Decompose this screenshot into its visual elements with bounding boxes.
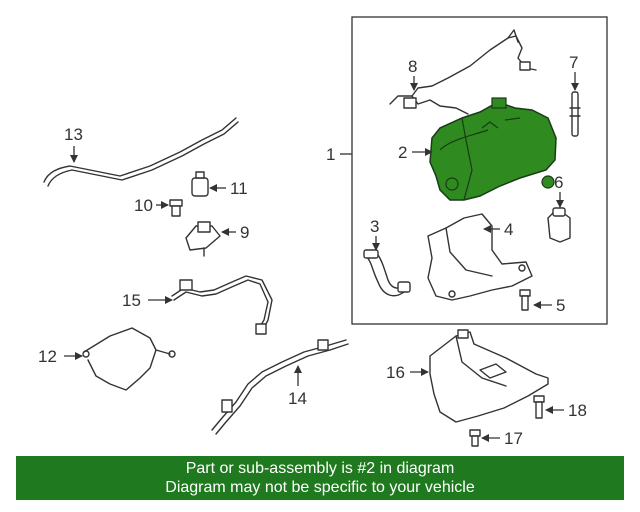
callout-17[interactable]: 17 — [504, 429, 523, 448]
part-12-line[interactable] — [82, 327, 176, 391]
compressor-body — [429, 101, 557, 201]
compressor-connector — [491, 97, 507, 109]
part-10-plug[interactable] — [169, 199, 183, 217]
compressor-fitting — [445, 177, 459, 191]
part-15-line[interactable] — [171, 275, 273, 335]
part-7-sensor[interactable] — [569, 91, 581, 137]
part-11-connector[interactable] — [191, 171, 209, 197]
callout-12[interactable]: 12 — [38, 347, 57, 366]
callout-5[interactable]: 5 — [556, 296, 565, 315]
part-2-compressor[interactable] — [429, 97, 557, 201]
part-17-bolt[interactable] — [469, 429, 481, 447]
callout-16[interactable]: 16 — [386, 363, 405, 382]
callout-3[interactable]: 3 — [370, 217, 379, 236]
callout-13[interactable]: 13 — [64, 125, 83, 144]
part-14-line[interactable] — [211, 339, 349, 435]
compressor-detail — [461, 117, 473, 201]
part-3-hose[interactable] — [363, 249, 411, 297]
callout-10[interactable]: 10 — [134, 196, 153, 215]
part-18-bolt[interactable] — [533, 395, 545, 419]
compressor-port — [541, 175, 555, 189]
compressor-top-lines — [481, 117, 521, 129]
banner-line-2: Diagram may not be specific to your vehi… — [165, 479, 475, 496]
callout-2[interactable]: 2 — [398, 143, 407, 162]
part-5-bolt[interactable] — [519, 289, 531, 311]
part-4-bracket[interactable] — [427, 213, 533, 301]
banner-line-1: Part or sub-assembly is #2 in diagram — [185, 460, 455, 477]
parts-diagram: 1 2 8 7 6 4 — [38, 16, 608, 448]
callout-7[interactable]: 7 — [569, 53, 578, 72]
part-6-valve[interactable] — [547, 207, 571, 243]
part-16-mounting-plate[interactable] — [429, 329, 549, 423]
callout-6[interactable]: 6 — [554, 173, 563, 192]
assembly-box — [351, 16, 608, 325]
compressor-bracket — [439, 129, 489, 151]
part-8-wire-harness[interactable] — [389, 29, 537, 115]
callout-15[interactable]: 15 — [122, 291, 141, 310]
part-9-sensor-bracket[interactable] — [185, 221, 221, 257]
info-banner: Part or sub-assembly is #2 in diagram Di… — [16, 456, 624, 500]
callout-1[interactable]: 1 — [326, 145, 335, 164]
callout-9[interactable]: 9 — [240, 223, 249, 242]
callout-8[interactable]: 8 — [408, 57, 417, 76]
callout-4[interactable]: 4 — [504, 220, 513, 239]
callout-11[interactable]: 11 — [230, 179, 248, 198]
callout-18[interactable]: 18 — [568, 401, 587, 420]
callout-14[interactable]: 14 — [288, 389, 307, 408]
part-13-hose[interactable] — [43, 117, 239, 187]
